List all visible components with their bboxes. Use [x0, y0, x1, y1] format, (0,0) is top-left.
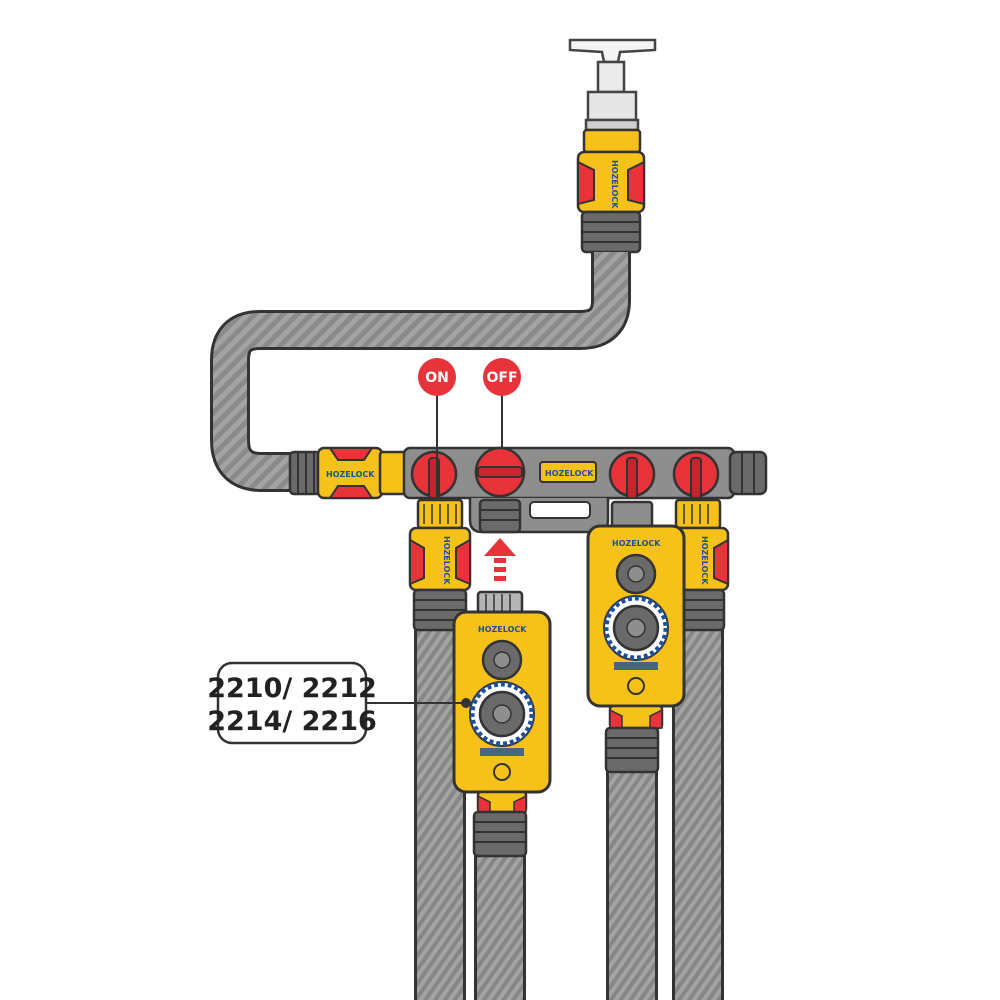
valve-lever-4[interactable]	[672, 450, 720, 499]
timer-2-manual-button[interactable]	[493, 763, 511, 781]
callout-line-1: 2210/ 2212	[207, 673, 377, 704]
arrow-up-icon	[484, 538, 516, 581]
model-callout: 2210/ 2212 2214/ 2216	[207, 661, 471, 745]
callout-line-2: 2214/ 2216	[207, 706, 377, 737]
connector-brand-label: HOZELOCK	[610, 160, 619, 209]
outlet-1-connector: HOZELOCK	[408, 498, 472, 632]
valve-lever-2[interactable]	[474, 446, 526, 498]
valve-lever-1[interactable]	[410, 450, 458, 499]
manifold-brand-label: HOZELOCK	[545, 469, 594, 478]
timer-1-manual-button[interactable]	[627, 677, 645, 695]
water-timer-attached: HOZELOCK	[586, 500, 686, 774]
outlet-3-hose	[606, 760, 658, 1000]
timer-2-brand-label: HOZELOCK	[478, 625, 527, 634]
on-badge: ON	[418, 358, 456, 500]
outlet-2-stub	[478, 498, 522, 534]
off-label: OFF	[486, 370, 517, 386]
off-badge: OFF	[483, 358, 521, 448]
on-label: ON	[425, 370, 449, 386]
tap-icon	[568, 38, 657, 132]
manifold-inlet-connector: HOZELOCK	[288, 446, 408, 500]
inlet-brand-label: HOZELOCK	[326, 470, 375, 479]
outlet-1-brand-label: HOZELOCK	[442, 536, 451, 585]
water-timer-detached: HOZELOCK	[452, 590, 552, 858]
timer-detached-hose	[474, 840, 526, 1000]
valve-lever-3[interactable]	[608, 450, 656, 499]
tap-connector: HOZELOCK	[576, 128, 646, 254]
supply-hose	[210, 252, 631, 492]
outlet-4-brand-label: HOZELOCK	[700, 536, 709, 585]
timer-1-brand-label: HOZELOCK	[612, 539, 661, 548]
